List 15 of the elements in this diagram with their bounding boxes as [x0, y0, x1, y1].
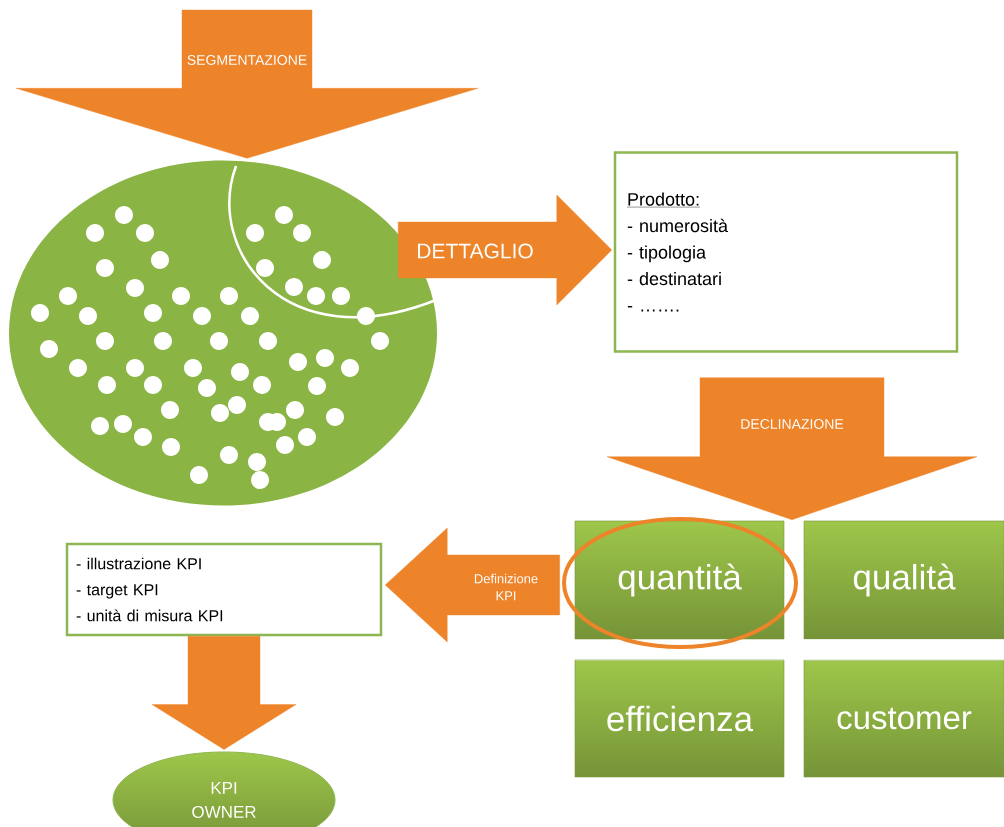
block-arrow: [398, 194, 612, 306]
block-arrow: [606, 377, 978, 520]
edge-label: SEGMENTAZIONE: [187, 55, 307, 65]
category-box: qualità: [803, 520, 1004, 640]
edge-label: DETTAGLIO: [418, 243, 533, 259]
category-box: quantità: [574, 520, 785, 640]
edge-label: Definizione KPI: [474, 573, 538, 601]
category-box: customer: [803, 659, 1004, 778]
block-arrow: [151, 636, 297, 750]
category-box: efficienza: [574, 659, 785, 778]
text-box: Prodotto: - numerosità - tipologia - destinatari - …….: [613, 151, 959, 353]
block-arrow: [385, 527, 560, 643]
edge-label: DECLINAZIONE: [741, 419, 844, 429]
text-box: - illustrazione KPI - target KPI - unità di misura KPI: [65, 542, 383, 637]
block-arrow: [15, 9, 479, 159]
